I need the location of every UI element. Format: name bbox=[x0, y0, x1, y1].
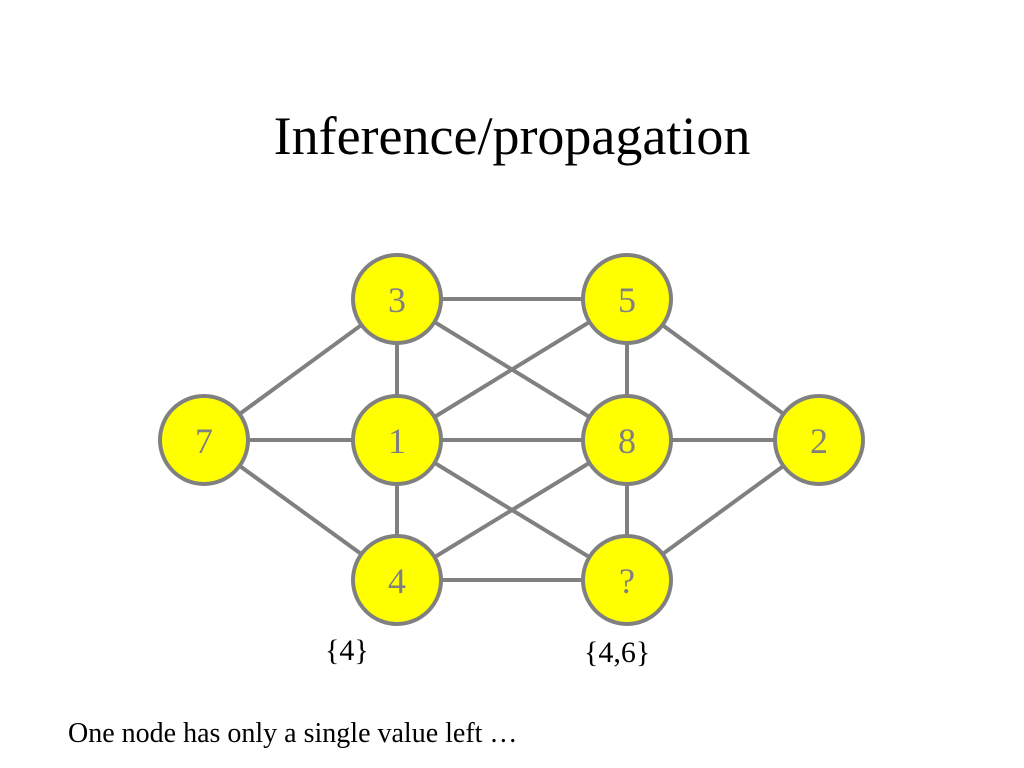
graph-edges bbox=[202, 297, 821, 582]
domain-label-node-unknown: {4,6} bbox=[584, 636, 651, 669]
domain-label-node-4: {4} bbox=[325, 634, 369, 667]
node-n1: 1 bbox=[351, 394, 443, 486]
slide-caption: One node has only a single value left … bbox=[68, 718, 518, 749]
graph-nodes: 7 3 1 4 5 8? 2 bbox=[158, 253, 865, 626]
node-circle bbox=[581, 534, 673, 626]
node-label: 7 bbox=[195, 421, 213, 461]
node-label: 3 bbox=[388, 280, 406, 320]
node-label: 4 bbox=[388, 561, 406, 601]
node-n2: 2 bbox=[773, 394, 865, 486]
node-label: 5 bbox=[618, 280, 636, 320]
slide-title: Inference/propagation bbox=[273, 106, 751, 166]
node-n5: 5 bbox=[581, 253, 673, 345]
node-label: 2 bbox=[810, 421, 828, 461]
node-circle bbox=[158, 394, 250, 486]
node-circle bbox=[351, 394, 443, 486]
node-label: ? bbox=[619, 561, 635, 601]
node-circle bbox=[581, 394, 673, 486]
node-circle bbox=[351, 534, 443, 626]
node-circle bbox=[581, 253, 673, 345]
node-n4: 4 bbox=[351, 534, 443, 626]
node-n7: 7 bbox=[158, 394, 250, 486]
node-circle bbox=[773, 394, 865, 486]
node-label: 8 bbox=[618, 421, 636, 461]
node-n8: 8 bbox=[581, 394, 673, 486]
node-n3: 3 bbox=[351, 253, 443, 345]
node-label: 1 bbox=[388, 421, 406, 461]
node-circle bbox=[351, 253, 443, 345]
node-nq: ? bbox=[581, 534, 673, 626]
